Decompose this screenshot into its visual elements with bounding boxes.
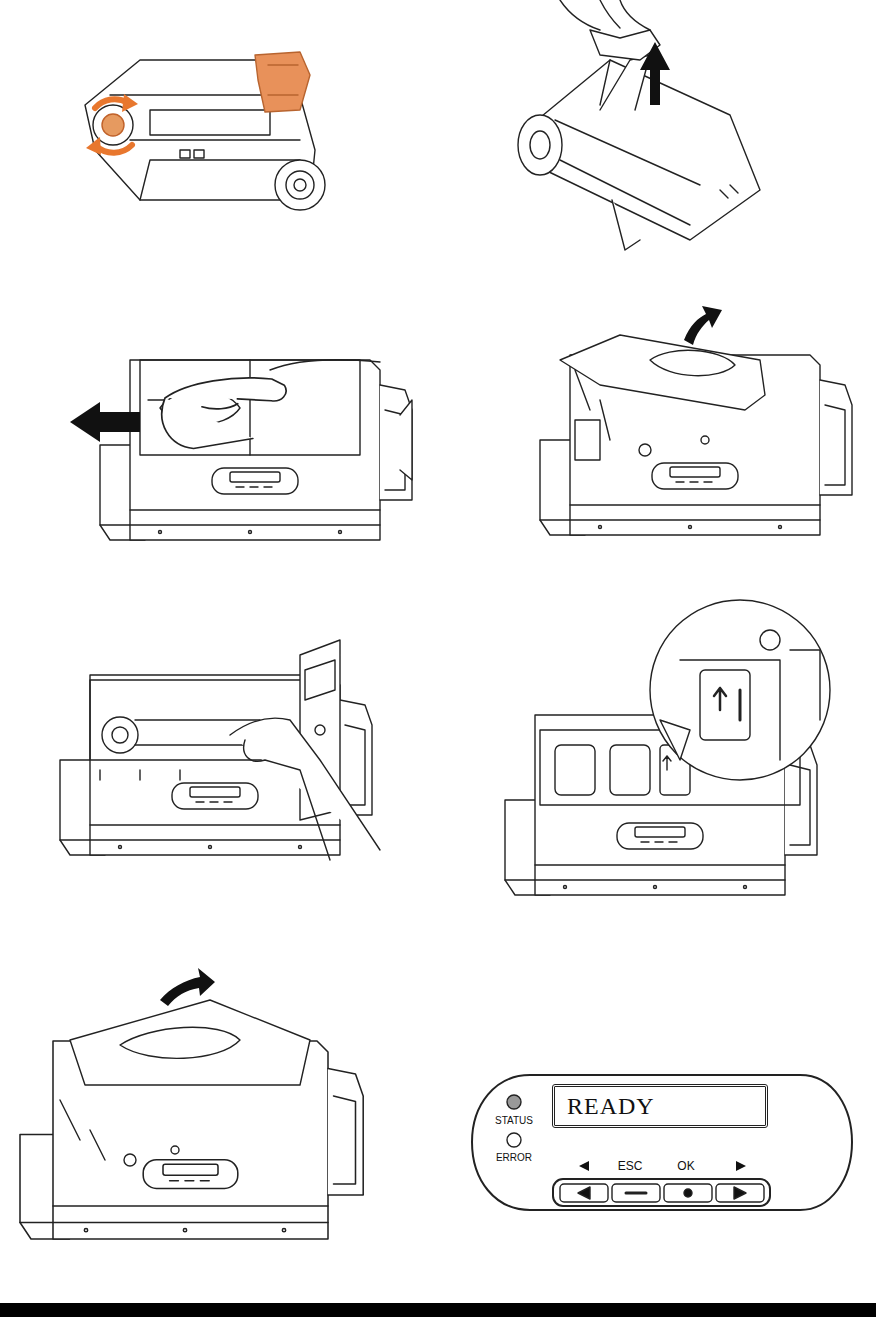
printer-lid-open	[540, 335, 852, 535]
panel-label: STATUS	[495, 1115, 533, 1126]
left-arrow	[70, 402, 140, 442]
panel-label: ERROR	[496, 1152, 532, 1163]
control-panel	[472, 1075, 852, 1210]
ribbon-cartridge-lift	[518, 0, 760, 250]
panel-label: OK	[677, 1159, 694, 1173]
printer-insert	[60, 640, 380, 860]
lcd-display: READY	[552, 1084, 768, 1128]
display-text: READY	[555, 1093, 667, 1120]
status-led	[507, 1095, 521, 1109]
rotate-arrowheads	[86, 94, 138, 155]
up-arrow	[640, 42, 670, 105]
error-led	[507, 1133, 521, 1147]
close-arrow	[160, 968, 215, 1006]
printer-closed	[100, 360, 412, 540]
printer-detail	[505, 600, 830, 895]
ribbon-cartridge	[85, 52, 325, 210]
printer-lid-close	[20, 1000, 363, 1239]
lift-arrow	[684, 306, 722, 345]
panel-label: ESC	[618, 1159, 643, 1173]
footer-bar	[0, 1303, 876, 1317]
